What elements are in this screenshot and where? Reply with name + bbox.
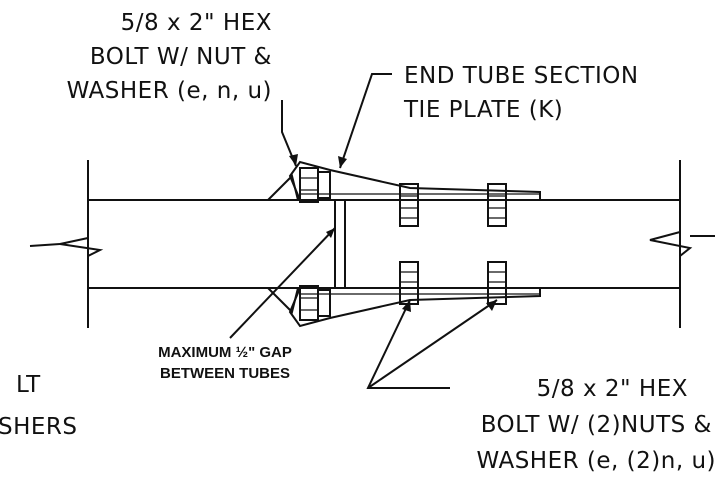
leader-gap-note [229,227,336,339]
leader-bottom-right-1 [366,299,450,389]
label-top-left-line-3: WASHER (e, n, u) [67,78,272,104]
bracket-bolt-bottom-nut [317,289,331,317]
label-gap-note: MAXIMUM ½" GAP BETWEEN TUBES [158,344,292,382]
through-bolt-1-top-body [399,183,419,227]
top-tie-plate [265,160,541,201]
left-break-symbol [59,237,104,257]
label-gap-note-line-2: BETWEEN TUBES [160,365,290,382]
through-bolt-1-top [399,183,419,227]
bottom-tie-plate-outline [288,287,541,328]
leader-bottom-right-2-arrow [486,300,497,311]
label-bottom-right-line-3: WASHER (e, (2)n, u) [476,448,716,474]
right-break-symbol [649,231,693,257]
through-bolt-2-bottom-body [487,261,507,305]
through-bolt-1-bottom [399,261,419,305]
tube-gap [334,200,346,288]
label-bottom-right-line-2: BOLT W/ (2)NUTS & [481,412,712,438]
bracket-bolt-top-head [299,167,319,203]
label-top-left-line-1: 5/8 x 2" HEX [121,10,272,36]
top-bracket-wedge [265,174,300,201]
bracket-bolt-top-nut [317,171,331,199]
label-gap-note-line-1: MAXIMUM ½" GAP [158,344,292,361]
label-left-cutoff-line-2: SHERS [0,414,78,440]
leader-top-left [281,100,297,167]
leader-bottom-right-2 [367,299,498,389]
label-top-left-line-2: BOLT W/ NUT & [90,44,272,70]
label-bottom-right-line-1: 5/8 x 2" HEX [537,376,688,402]
leader-top-right-arrow [338,156,347,168]
leader-top-left-arrow [289,154,298,166]
leader-gap-note-arrow [326,228,335,238]
through-bolt-2-top [487,183,507,227]
through-bolt-1-bottom-body [399,261,419,305]
label-left-cutoff-line-1: LT [16,372,41,398]
label-top-right: END TUBE SECTION TIE PLATE (K) [403,63,639,123]
through-bolt-2-bottom [487,261,507,305]
bracket-bolt-top [299,167,331,203]
label-top-right-line-2: TIE PLATE (K) [403,97,563,123]
through-bolt-2-top-body [487,183,507,227]
top-tie-plate-outline [288,160,541,201]
leader-top-right [339,73,392,169]
label-top-right-line-1: END TUBE SECTION [404,63,639,89]
leaders [229,73,498,389]
bracket-bolt-bottom [299,285,331,321]
label-left-cutoff: LT SHERS [0,372,78,440]
bottom-bracket-wedge [265,287,300,314]
label-bottom-right: 5/8 x 2" HEX BOLT W/ (2)NUTS & WASHER (e… [476,376,716,474]
leader-bottom-right-1-arrow [402,300,411,312]
left-break-tail [29,243,61,247]
label-top-left: 5/8 x 2" HEX BOLT W/ NUT & WASHER (e, n,… [67,10,272,104]
bracket-bolt-bottom-head [299,285,319,321]
left-tube [29,160,335,328]
